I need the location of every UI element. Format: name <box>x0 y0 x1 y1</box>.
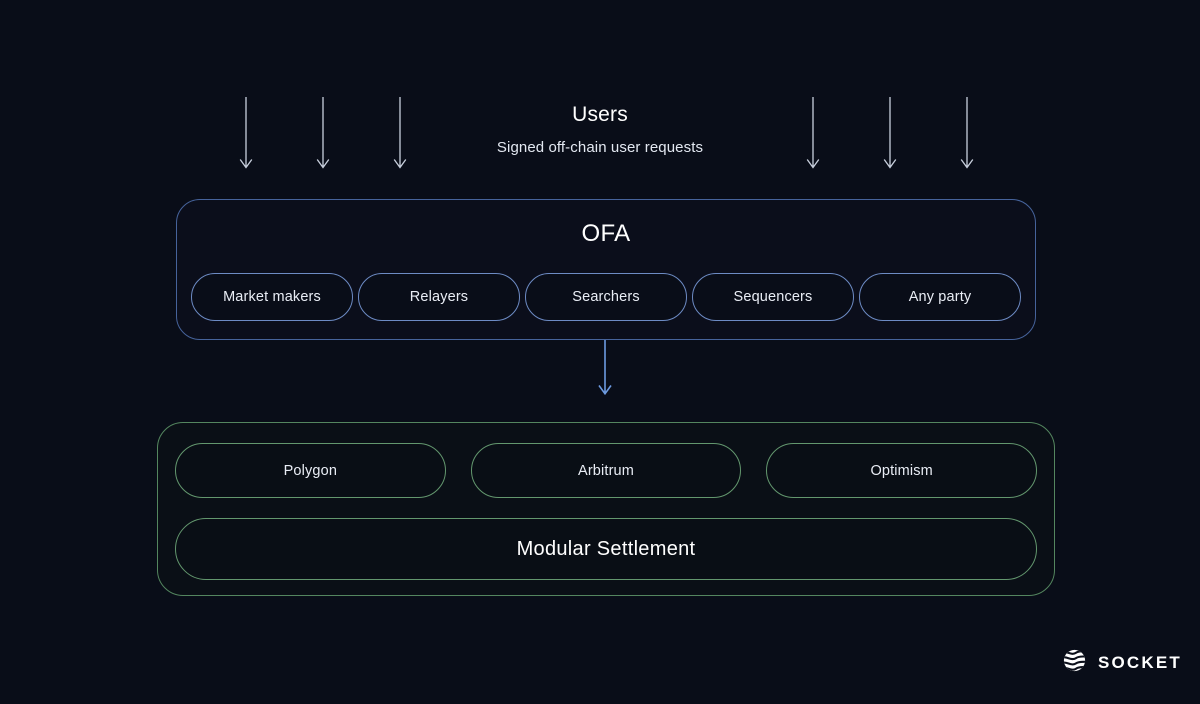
user-request-arrow-1 <box>238 97 254 175</box>
ofa-container: OFA Market makers Relayers Searchers Seq… <box>176 199 1036 340</box>
chain-pill-arbitrum[interactable]: Arbitrum <box>470 443 742 498</box>
chains-row: Polygon Arbitrum Optimism <box>175 443 1038 498</box>
chain-label: Polygon <box>283 462 338 479</box>
user-request-arrow-2 <box>315 97 331 175</box>
ofa-to-settlement-arrow <box>596 340 614 402</box>
socket-wordmark: SOCKET <box>1097 653 1182 672</box>
ofa-participant-label: Any party <box>908 289 972 305</box>
chain-label: Arbitrum <box>578 462 634 479</box>
chain-pill-optimism[interactable]: Optimism <box>766 443 1038 498</box>
ofa-participant-label: Searchers <box>572 289 640 305</box>
modular-settlement-bar[interactable]: Modular Settlement <box>175 518 1037 580</box>
chain-label: Optimism <box>870 462 933 479</box>
users-title: Users <box>572 103 628 126</box>
users-subtitle: Signed off-chain user requests <box>496 139 704 156</box>
ofa-participant-label: Relayers <box>409 289 469 305</box>
users-text-group: Users Signed off-chain user requests <box>0 88 1200 159</box>
chain-pill-polygon[interactable]: Polygon <box>175 443 446 498</box>
user-request-arrow-6 <box>959 97 975 175</box>
ofa-participant-label: Sequencers <box>733 289 813 305</box>
ofa-participant-searchers[interactable]: Searchers <box>525 273 687 321</box>
ofa-participant-sequencers[interactable]: Sequencers <box>692 273 854 321</box>
ofa-participant-market-makers[interactable]: Market makers <box>191 273 353 321</box>
modular-settlement-label: Modular Settlement <box>516 537 696 560</box>
socket-globe-icon <box>1062 648 1087 678</box>
ofa-participants-row: Market makers Relayers Searchers Sequenc… <box>191 273 1021 321</box>
user-request-arrow-5 <box>882 97 898 175</box>
user-request-arrow-4 <box>805 97 821 175</box>
ofa-title: OFA <box>581 220 631 247</box>
settlement-container: Polygon Arbitrum Optimism Modular Settle… <box>157 422 1055 596</box>
socket-brand: SOCKET <box>1062 648 1182 678</box>
user-request-arrow-3 <box>392 97 408 175</box>
users-layer: Users Signed off-chain user requests <box>0 88 1200 180</box>
ofa-participant-any-party[interactable]: Any party <box>859 273 1021 321</box>
ofa-participant-relayers[interactable]: Relayers <box>358 273 520 321</box>
ofa-participant-label: Market makers <box>223 289 321 305</box>
